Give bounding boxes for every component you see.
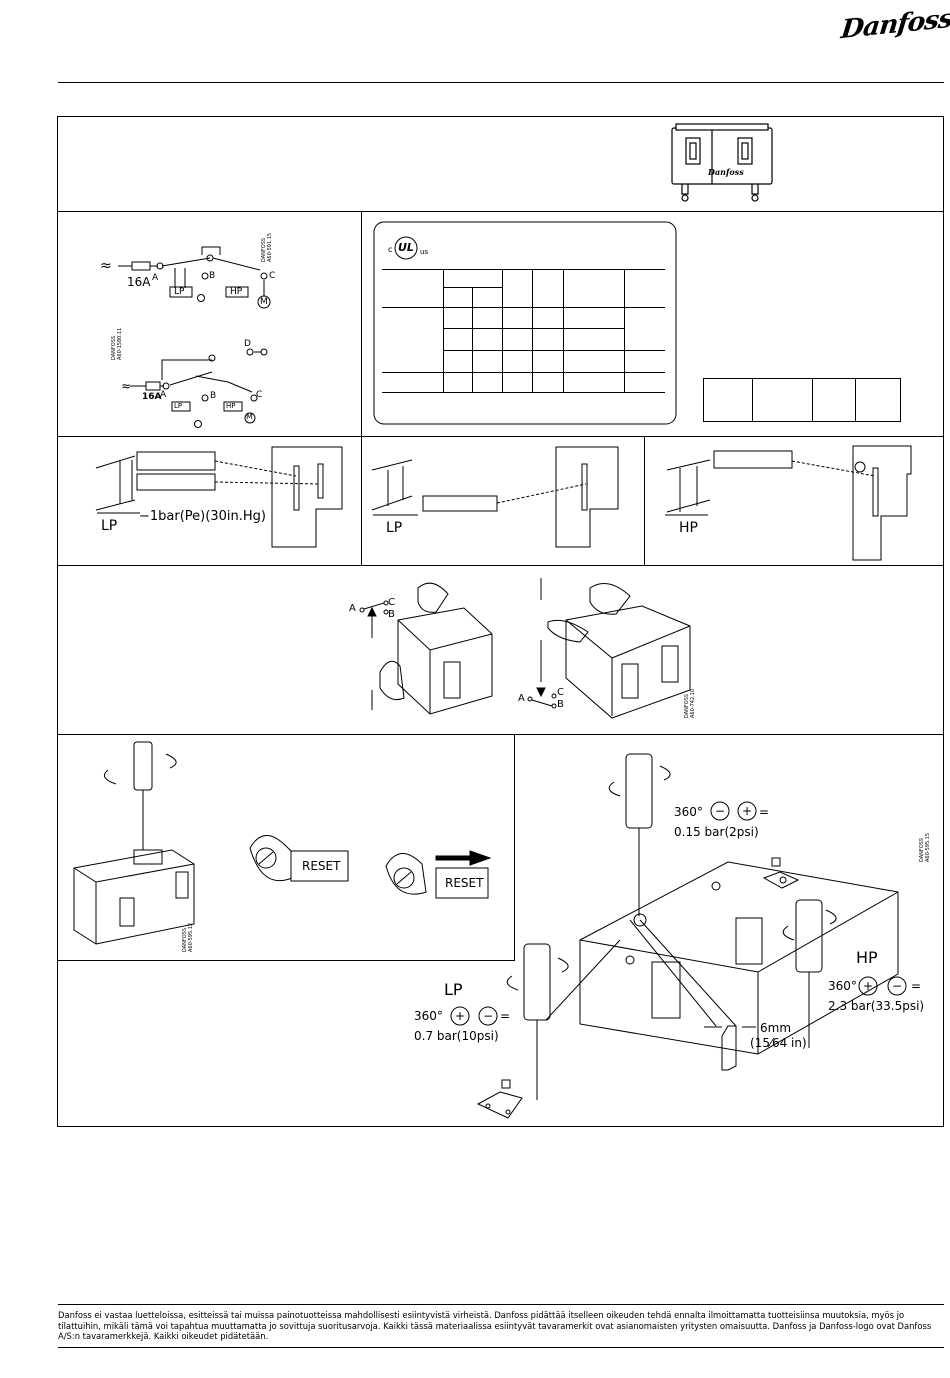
lp-adjust-label: LP: [444, 980, 463, 999]
fuse-label-1: 16A: [127, 275, 151, 289]
lp-equals: =: [500, 1009, 511, 1023]
svg-text:−: −: [483, 1009, 493, 1023]
terminal-a-label-1: A: [152, 273, 159, 283]
hp-switch-label-1: HP: [230, 287, 243, 297]
hp-equals: =: [911, 979, 922, 993]
terminal-b-label-2: B: [210, 391, 217, 401]
footer-top-rule: [58, 1304, 944, 1305]
diff-equals: =: [759, 805, 770, 819]
lp-turn-label: 360°: [414, 1009, 443, 1023]
hp-switch-label-2: HP: [226, 402, 236, 410]
hex-size-label: 6mm: [760, 1021, 792, 1035]
svg-text:+: +: [863, 979, 873, 993]
manual-a-label-1: A: [349, 603, 356, 614]
manual-c-label-1: C: [388, 597, 395, 608]
lp-switch-label-2: LP: [174, 402, 183, 410]
manual-c-label-2: C: [557, 687, 564, 698]
lp-value-label: 0.7 bar(10psi): [414, 1029, 499, 1043]
motor-label-1: M: [260, 297, 268, 307]
footer-disclaimer: Danfoss ei vastaa luetteloissa, esitteis…: [58, 1310, 932, 1341]
terminal-d-label: D: [244, 339, 251, 349]
svg-text:−: −: [892, 979, 902, 993]
svg-text:+: +: [455, 1009, 465, 1023]
terminal-c-label-1: C: [269, 271, 276, 281]
manual-b-label-2: B: [557, 699, 564, 710]
manual-a-label-2: A: [518, 693, 525, 704]
reset-button-label-1: RESET: [302, 859, 341, 873]
ul-c-mark: c: [388, 245, 393, 254]
supply-symbol-2: ≈: [121, 379, 132, 393]
lp-switch-label-1: LP: [174, 287, 185, 297]
hp-value-label: 2.3 bar(33.5psi): [828, 999, 925, 1013]
svg-text:Danfoss: Danfoss: [707, 167, 744, 177]
manual-b-label-1: B: [388, 609, 395, 620]
terminal-c-label-2: C: [256, 390, 263, 400]
footer-bottom-rule: [58, 1347, 944, 1348]
motor-label-2: M: [246, 412, 253, 421]
hp-label-setting: HP: [679, 520, 698, 536]
drawing-code-adjust: DANFOSS A60-595.15: [919, 832, 931, 862]
lp-label-setting-1: LP: [101, 518, 118, 534]
fuse-label-2: 16A: [142, 392, 162, 402]
ul-us-mark: us: [420, 248, 429, 256]
terminal-a-label-2: A: [160, 390, 167, 400]
svg-text:≈: ≈: [100, 258, 112, 274]
lp-label-setting-2: LP: [386, 520, 403, 536]
ul-logo: UL: [398, 241, 414, 254]
svg-text:−: −: [715, 804, 725, 818]
diff-turn-label: 360°: [674, 805, 703, 819]
hex-size-inch-label: (15⁄64 in): [750, 1036, 807, 1050]
lp-vacuum-note: −1bar(Pe)(30in.Hg): [139, 509, 266, 524]
header-rule: [58, 82, 944, 83]
svg-text:+: +: [742, 804, 752, 818]
hp-adjust-label: HP: [856, 948, 878, 967]
diff-value-label: 0.15 bar(2psi): [674, 825, 759, 839]
terminal-b-label-1: B: [209, 271, 216, 281]
hp-turn-label: 360°: [828, 979, 857, 993]
reset-button-label-2: RESET: [445, 876, 484, 890]
